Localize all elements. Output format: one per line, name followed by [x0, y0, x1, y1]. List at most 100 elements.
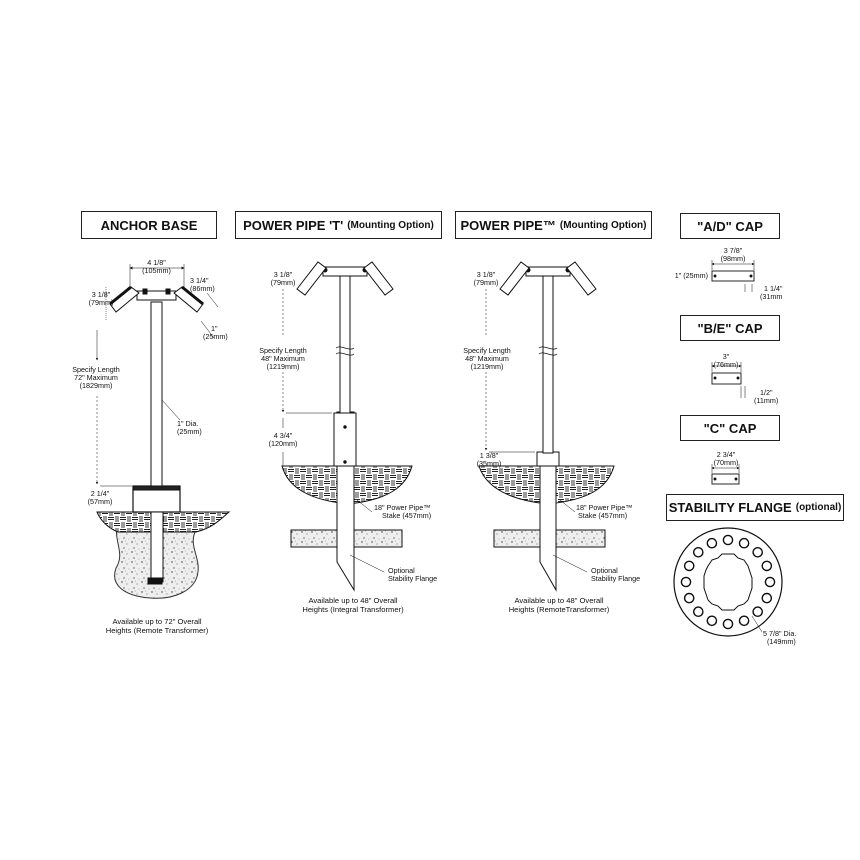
flange-dim-dia-in: 5 7/8" Dia. [763, 629, 797, 638]
c-dim-width: 2 3/4" (70mm) [706, 450, 746, 468]
flange-hole [706, 537, 718, 549]
be-cap-drawing [711, 362, 746, 398]
pp-dim-top: 3 1/8" (79mm) [469, 270, 503, 288]
flange-center-opening [703, 553, 753, 611]
flange-hole [752, 547, 764, 558]
flange-hole [752, 606, 764, 618]
anchor-base-title: ANCHOR BASE [81, 211, 217, 239]
flange-hole [706, 615, 718, 627]
pp-flange-l1: Optional [591, 566, 618, 575]
anchor-dim-top: 4 1/8" (105mm) [134, 258, 179, 275]
stability-flange-title-text: STABILITY FLANGE [668, 500, 792, 515]
ppt-dim-length-l3: (1219mm) [266, 362, 300, 372]
ad-cap-title-text: "A/D" CAP [697, 218, 763, 234]
anchor-caption-l1: Available up to 72" Overall [112, 617, 202, 626]
anchor-dim-right-in: 3 1/4" [190, 276, 209, 285]
ad-cap-shape [711, 270, 755, 282]
ad-cap-drawing [711, 260, 755, 292]
pp-stake-l1: 18" Power Pipe™ [576, 503, 633, 512]
be-dim-lip-in: 1/2" [760, 388, 773, 397]
be-dim-width-mm: (76mm) [713, 360, 739, 370]
c-cap-title: "C" CAP [680, 415, 780, 441]
ppt-dim-length-l1: Specify Length [259, 346, 307, 355]
pp-dim-top-mm: (79mm) [473, 278, 499, 288]
pp-caption: Available up to 48" Overall Heights (Rem… [494, 596, 624, 614]
anchor-dim-right-mm: (86mm) [190, 284, 215, 294]
be-cap-title-text: "B/E" CAP [697, 320, 763, 336]
power-pipe-t-subtitle: (Mounting Option) [347, 219, 434, 231]
anchor-dim-left: 3 1/8" (79mm) [86, 290, 116, 307]
pp-dim-sleeve: 1 3/8" (35mm) [472, 451, 506, 469]
anchor-dim-arm-mm: (25mm) [203, 332, 228, 342]
pole-t [339, 275, 351, 414]
sleeve-pp [536, 451, 560, 467]
power-pipe-t-drawing [281, 261, 413, 592]
be-dim-lip-mm: (11mm) [754, 396, 779, 406]
flange-holes [680, 534, 776, 630]
ad-dim-height: 1" (25mm) [674, 271, 708, 280]
power-pipe-t-title: POWER PIPE 'T' (Mounting Option) [235, 211, 442, 239]
ad-cap-title: "A/D" CAP [680, 213, 780, 239]
be-dim-lip: 1/2" (11mm) [754, 388, 779, 406]
ppt-caption-l2: Heights (Integral Transformer) [302, 605, 404, 614]
anchor-dim-length-l2: 72" Maximum [74, 373, 118, 383]
pp-dim-length-l1: Specify Length [463, 346, 511, 355]
stability-flange-drawing [673, 527, 783, 637]
power-pipe-subtitle: (Mounting Option) [559, 219, 647, 231]
flange-hole [693, 547, 704, 558]
pp-stake-l2: Stake (457mm) [578, 511, 628, 521]
flange-hole [680, 576, 692, 588]
pp-caption-l2: Heights (RemoteTransformer) [508, 605, 610, 614]
ad-dim-lip-in: 1 1/4" [764, 284, 783, 293]
ad-dim-width-in: 3 7/8" [723, 246, 743, 255]
ad-dim-width-mm: (98mm) [720, 254, 746, 264]
flange-hole [683, 560, 695, 572]
anchor-base-title-text: ANCHOR BASE [100, 217, 198, 233]
ad-dim-lip: 1 1/4" (31mm [760, 284, 783, 302]
ppt-stake-label: 18" Power Pipe™ Stake (457mm) [374, 503, 431, 520]
ad-dim-lip-mm: (31mm [760, 292, 783, 302]
power-pipe-title: POWER PIPE™ (Mounting Option) [455, 211, 652, 239]
anchor-caption-l2: Heights (Remote Transformer) [105, 626, 209, 635]
sleeve-t [333, 412, 357, 467]
pp-dim-length: Specify Length 48" Maximum (1219mm) [454, 346, 520, 372]
anchor-dim-dia-mm: (25mm) [177, 427, 202, 437]
ppt-caption: Available up to 48" Overall Heights (Int… [288, 596, 418, 614]
flange-hole [693, 606, 704, 618]
anchor-dim-dia-in: 1" Dia. [177, 419, 199, 428]
anchor-fixture-arms [109, 285, 204, 313]
anchor-base-drawing [95, 264, 231, 599]
anchor-dim-base-in: 2 1/4" [90, 489, 110, 498]
ppt-flange-l1: Optional [388, 566, 415, 575]
stake-pp [539, 454, 557, 592]
anchor-caption: Available up to 72" Overall Heights (Rem… [92, 617, 222, 635]
flange-dim-dia-mm: (149mm) [767, 637, 796, 647]
pp-flange-label: Optional Stability Flange [591, 566, 640, 583]
anchor-dim-length: Specify Length 72" Maximum (1829mm) [66, 365, 126, 391]
flange-hole [761, 592, 773, 604]
pp-stake-label: 18" Power Pipe™ Stake (457mm) [576, 503, 633, 521]
anchor-dim-dia: 1" Dia. (25mm) [177, 419, 202, 437]
flange-hole [761, 560, 773, 572]
pp-dim-sleeve-mm: (35mm) [476, 459, 502, 469]
ppt-dim-top-mm: (79mm) [270, 278, 296, 288]
power-pipe-title-text: POWER PIPE™ [460, 217, 556, 233]
ppt-dim-sleeve-in: 4 3/4" [273, 431, 293, 440]
anchor-dim-base-mm: (57mm) [87, 497, 113, 507]
power-pipe-arms [499, 261, 597, 296]
flange-hole [738, 615, 750, 627]
ppt-dim-length-l2: 48" Maximum [261, 354, 305, 364]
anchor-dim-arm: 1" (25mm) [203, 324, 228, 342]
flange-hole [722, 534, 734, 546]
pp-dim-sleeve-in: 1 3/8" [479, 451, 499, 460]
pp-dim-length-l2: 48" Maximum [465, 354, 509, 364]
anchor-dim-base: 2 1/4" (57mm) [83, 489, 117, 507]
anchor-dim-arm-in: 1" [211, 324, 218, 333]
ppt-flange-label: Optional Stability Flange [388, 566, 437, 583]
anchor-dim-top-in: 4 1/8" [147, 258, 166, 267]
c-dim-width-mm: (70mm) [713, 458, 739, 468]
ppt-dim-top: 3 1/8" (79mm) [266, 270, 300, 288]
c-dim-width-in: 2 3/4" [716, 450, 736, 459]
ppt-dim-sleeve-mm: (120mm) [268, 439, 298, 449]
